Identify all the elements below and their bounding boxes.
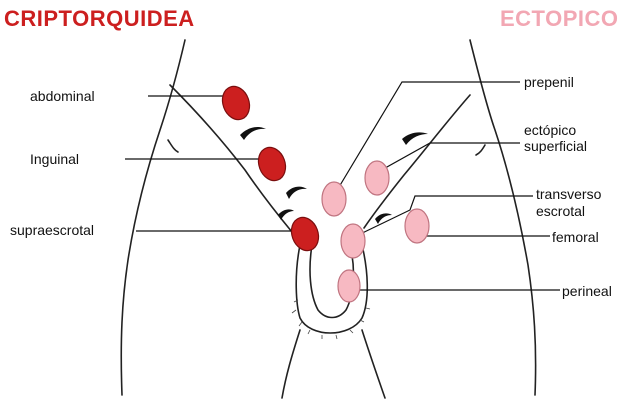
leader-ectopico-superficial [378,143,520,172]
label-ectopico-line2: superficial [524,138,587,154]
ring-mark-4 [402,132,428,145]
testis-transverso-escrotal [341,224,365,258]
label-prepenil: prepenil [524,74,574,90]
ring-mark-3 [278,209,294,220]
label-supraescrotal: supraescrotal [10,222,94,238]
hip-mark-right [476,145,485,155]
body-left-contour [121,40,185,395]
hip-mark-left [168,140,178,152]
testis-abdominal [218,83,254,124]
leader-prepenil [336,82,520,192]
label-abdominal: abdominal [30,88,95,104]
testis-supraescrotal [287,214,323,255]
testis-ectopico-superficial [365,161,389,195]
testis-prepenil [322,182,346,216]
label-inguinal: Inguinal [30,151,79,167]
label-transverso-line2: escrotal [536,203,585,219]
testis-inguinal [254,144,290,185]
label-ectopico-line1: ectópico [524,122,576,138]
ring-mark-2 [286,187,307,199]
body-right-contour [470,40,536,395]
ring-mark-1 [240,127,266,140]
label-transverso-line1: transverso [536,186,601,202]
label-perineal: perineal [562,283,612,299]
thigh-right [362,330,385,398]
testis-perineal [338,270,360,302]
thigh-left [282,330,300,398]
label-femoral: femoral [552,229,599,245]
testis-femoral [405,209,429,243]
